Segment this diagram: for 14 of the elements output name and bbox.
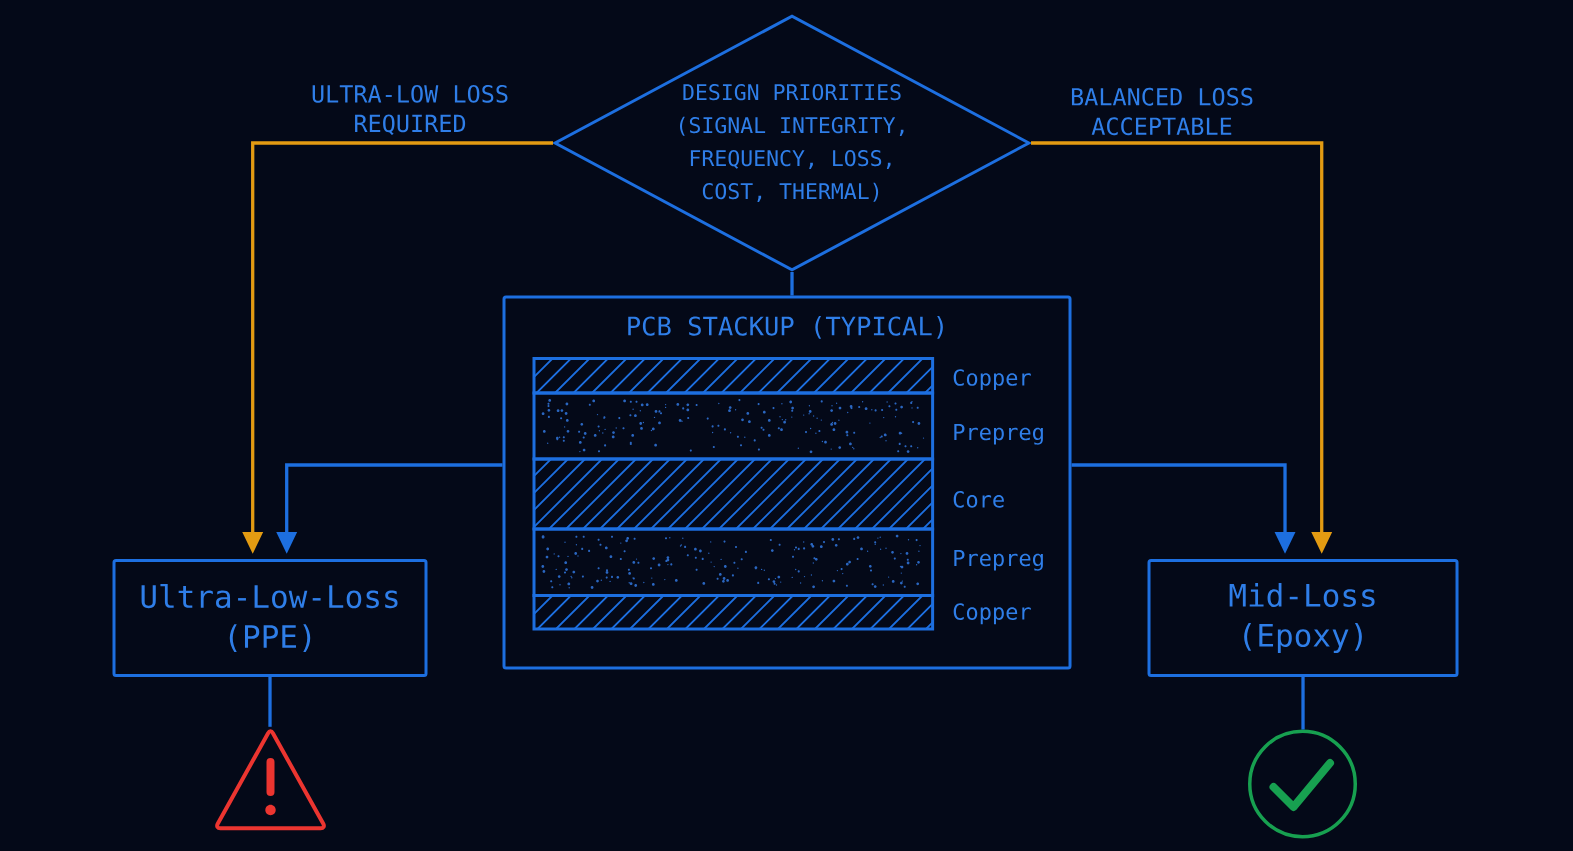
check-icon — [1248, 729, 1357, 839]
layer-label: Core — [953, 491, 1004, 508]
layer-label: Prepreg — [954, 549, 1043, 571]
layer-label: Copper — [953, 369, 1031, 391]
warning-icon — [215, 729, 326, 831]
edge-label: ULTRA-LOW LOSS REQUIRED — [312, 85, 508, 135]
edge-label: BALANCED LOSS ACCEPTABLE — [1071, 87, 1253, 136]
connector-line — [790, 272, 794, 296]
layer-label: Prepreg — [954, 423, 1043, 445]
connector-line — [268, 677, 272, 727]
layer-label: Copper — [953, 603, 1031, 625]
material-box: Ultra-Low-Loss (PPE) — [112, 559, 428, 677]
connector-line — [1301, 677, 1305, 730]
material-box: Mid-Loss (Epoxy) — [1147, 559, 1459, 677]
